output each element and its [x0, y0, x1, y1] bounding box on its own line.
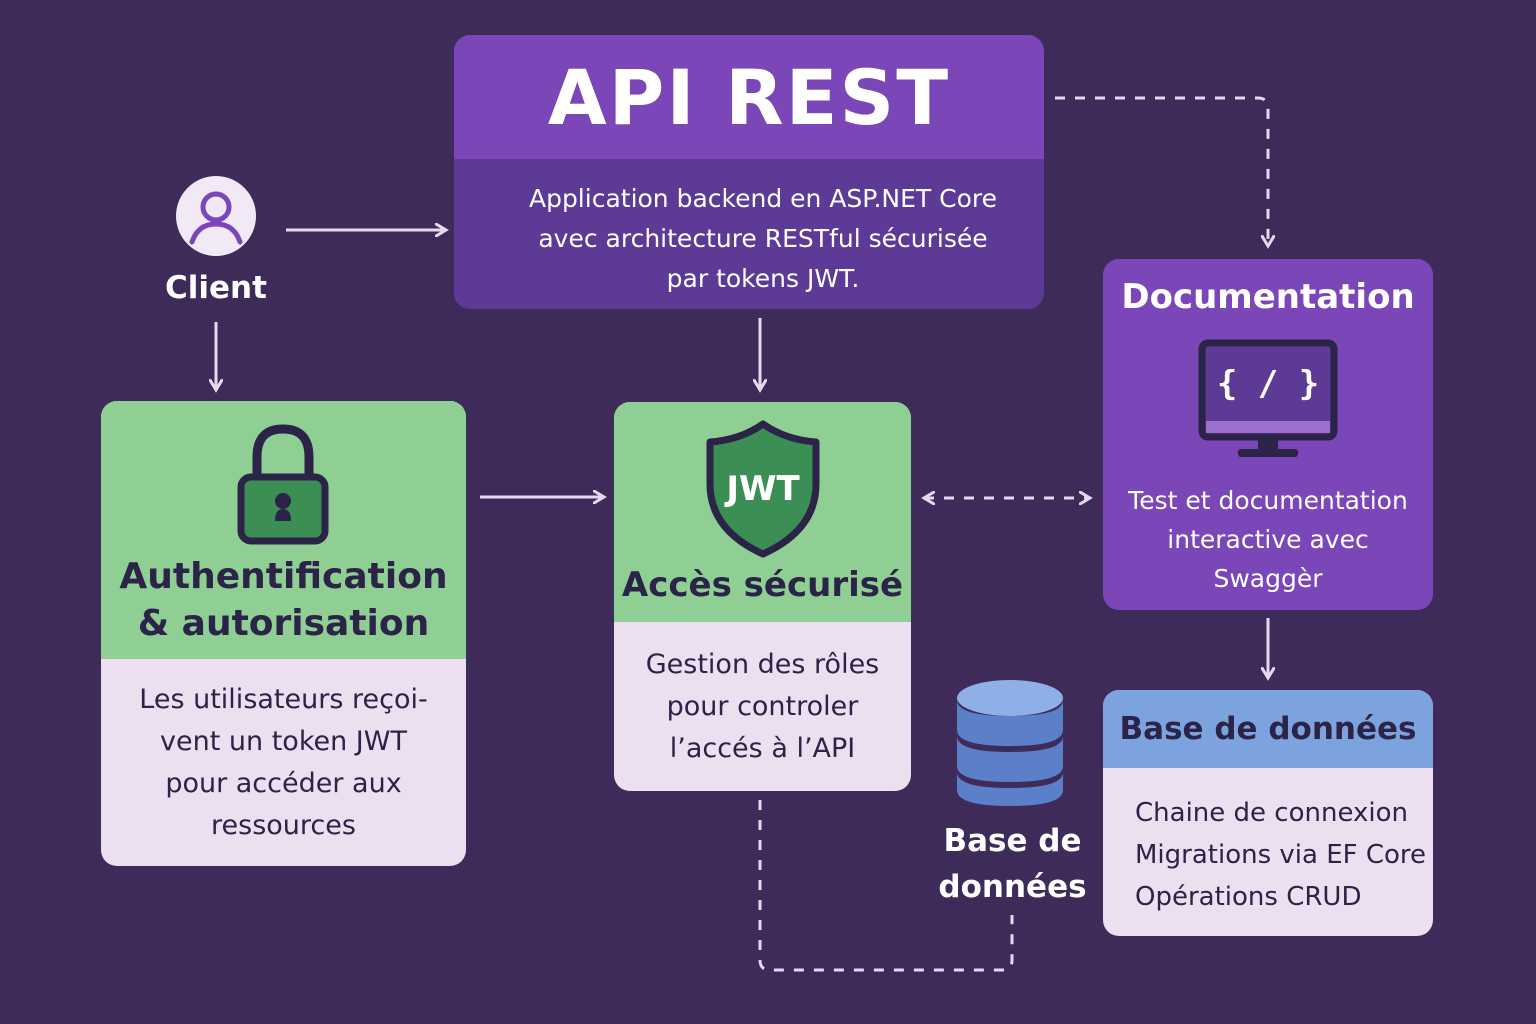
database-desc-line: Migrations via EF Core — [1135, 840, 1427, 870]
client-label: Client — [165, 270, 267, 306]
auth-desc-line: ressources — [211, 810, 356, 841]
jwt-badge-text: JWT — [724, 469, 800, 509]
secure-access-header: JWT Accès sécurisé — [614, 402, 911, 622]
database-card: Base de données Chaine de connexion Migr… — [1103, 690, 1433, 936]
auth-title-line: & autorisation — [137, 603, 430, 644]
auth-title: Authentification & autorisation — [101, 553, 466, 647]
auth-card-header: Authentification & autorisation — [101, 401, 466, 659]
database-card-header: Base de données — [1103, 690, 1433, 768]
database-label-line: données — [938, 869, 1087, 905]
database-desc-line: Chaine de connexion — [1135, 798, 1408, 828]
secure-desc-line: pour controler — [666, 691, 859, 722]
database-icon — [957, 680, 1063, 806]
code-glyph: { / } — [1217, 364, 1319, 404]
auth-desc-line: pour accéder aux — [165, 768, 402, 799]
database-icon-label: Base de données — [930, 818, 1095, 910]
auth-title-line: Authentification — [119, 556, 448, 597]
documentation-title: Documentation — [1121, 277, 1415, 317]
database-desc-line: Opérations CRUD — [1135, 882, 1362, 912]
monitor-code-icon: { / } — [1198, 339, 1338, 457]
api-desc-line: Application backend en ASP.NET Core — [528, 184, 998, 213]
api-desc-line: avec architecture RESTful sécurisée — [538, 224, 988, 253]
secure-desc-line: Gestion des rôles — [645, 649, 880, 680]
secure-access-card: JWT Accès sécurisé Gestion des rôles pou… — [614, 402, 911, 791]
docs-desc-line: Test et documentation — [1128, 486, 1408, 515]
secure-desc-line: l’accés à l’API — [669, 733, 856, 764]
docs-desc-line: interactive avec — [1167, 525, 1369, 554]
database-label-line: Base de — [943, 823, 1082, 859]
auth-desc-line: Les utilisateurs reçoi- — [139, 684, 428, 715]
secure-access-title: Accès sécurisé — [621, 565, 904, 605]
shield-icon: JWT — [706, 420, 820, 558]
link-secure-to-database — [758, 800, 1014, 972]
auth-desc-line: vent un token JWT — [160, 726, 407, 757]
api-rest-header: API REST — [454, 35, 1044, 159]
api-rest-box: API REST Application backend en ASP.NET … — [454, 35, 1044, 309]
api-desc-line: par tokens JWT. — [666, 264, 860, 293]
documentation-card: Documentation { / } Test et documentatio… — [1103, 259, 1433, 610]
arrow-api-to-docs — [1055, 96, 1268, 246]
padlock-icon — [237, 424, 329, 545]
auth-card: Authentification & autorisation Les util… — [101, 401, 466, 866]
auth-description: Les utilisateurs reçoi- vent un token JW… — [101, 659, 466, 847]
database-card-title: Base de données — [1119, 711, 1417, 747]
database-card-description: Chaine de connexion Migrations via EF Co… — [1103, 768, 1433, 918]
api-rest-description: Application backend en ASP.NET Core avec… — [454, 159, 1044, 299]
user-icon — [176, 176, 256, 256]
documentation-description: Test et documentation interactive avec S… — [1103, 481, 1433, 598]
secure-access-description: Gestion des rôles pour controler l’accés… — [614, 622, 911, 770]
api-rest-title: API REST — [547, 52, 951, 142]
docs-desc-line: Swaggèr — [1213, 564, 1323, 593]
